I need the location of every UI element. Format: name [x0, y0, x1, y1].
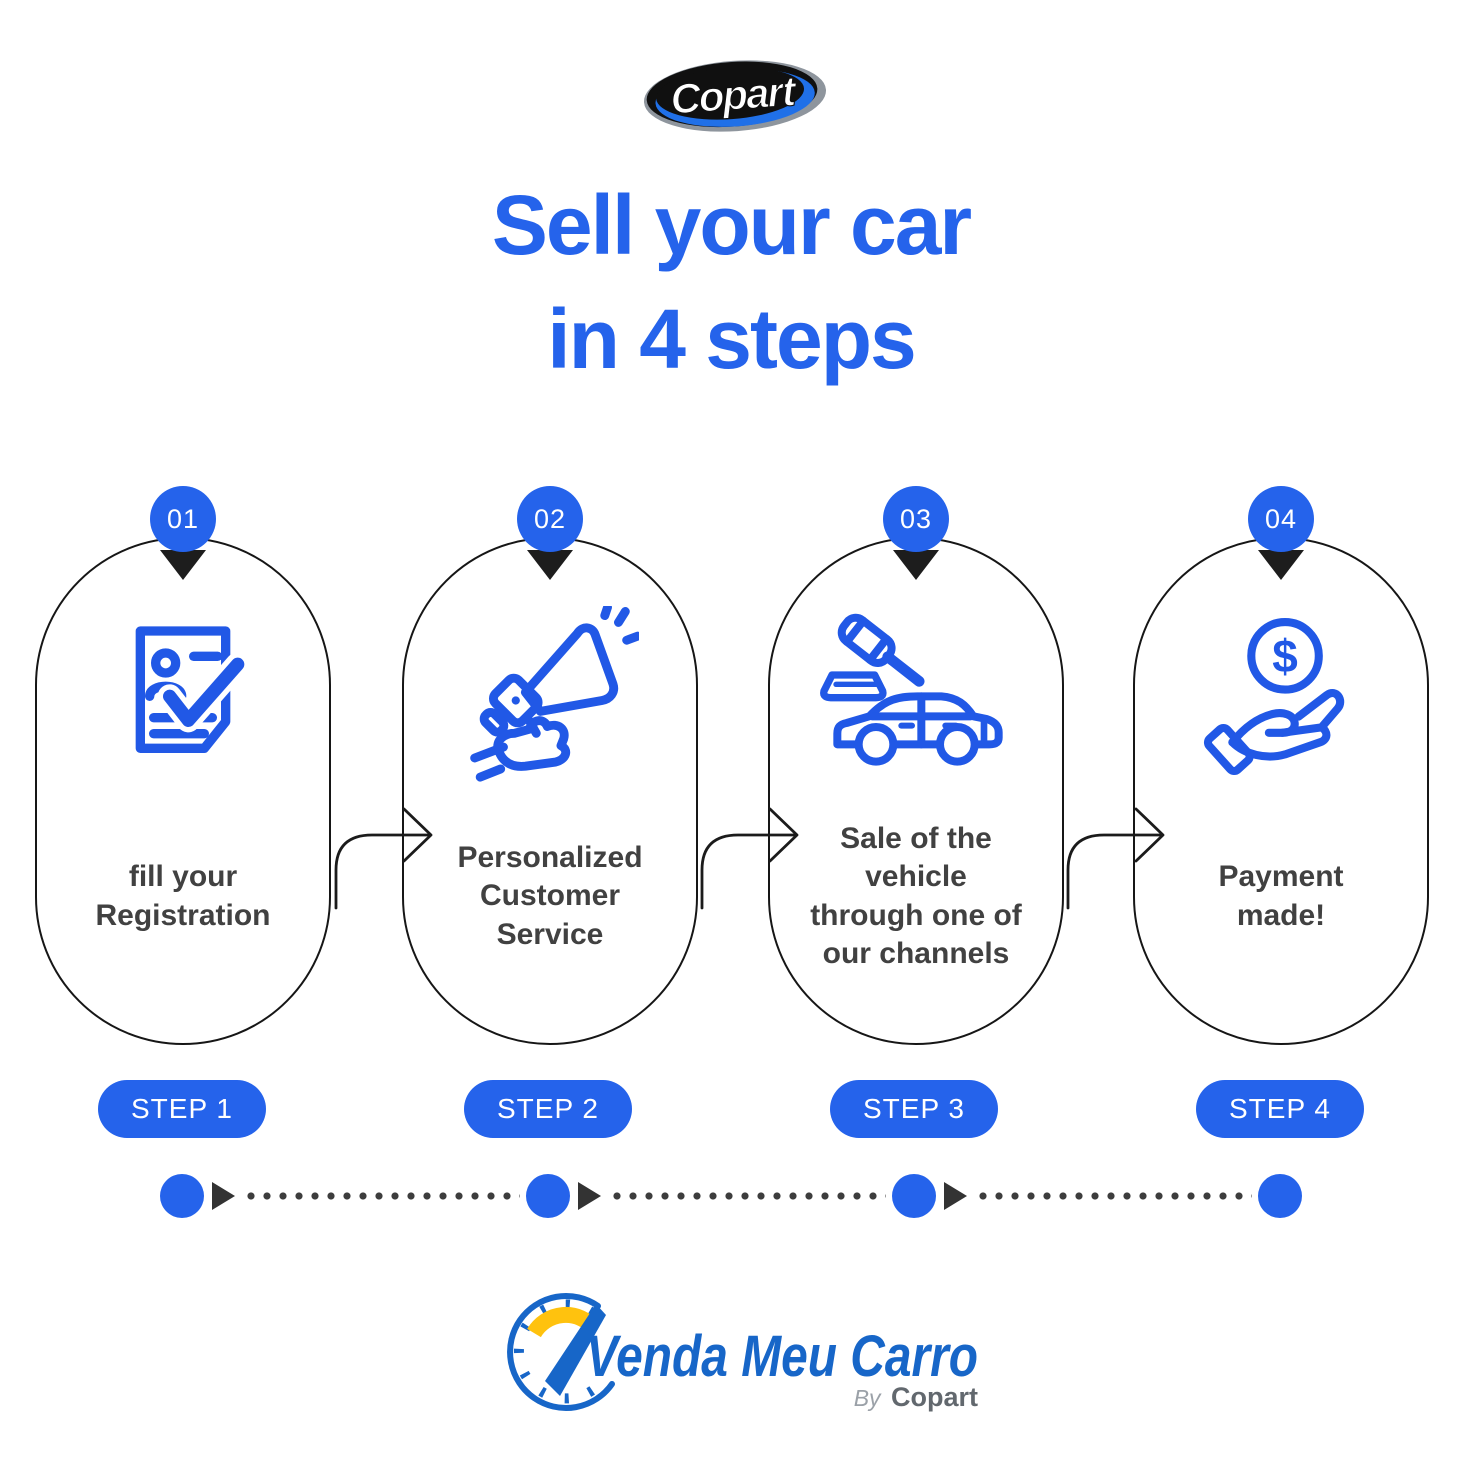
step-card-1: 01 fill your Registration	[35, 486, 331, 1045]
venda-meu-carro-logo: Venda Meu Carro By Copart	[507, 1293, 978, 1412]
copart-logo-core	[656, 67, 805, 120]
step-3-description: Sale of the vehicle through one of our c…	[810, 821, 1022, 970]
step-2-pointer-triangle	[527, 550, 573, 580]
timeline-segment-1	[212, 1182, 520, 1210]
page-title-line1: Sell your car	[491, 178, 972, 272]
timeline-arrow-icon	[944, 1182, 967, 1210]
step-2-pill: STEP 2	[464, 1080, 632, 1138]
step-2-icon-box	[461, 597, 639, 792]
step-card-4: 04 $ Payment made!	[1133, 486, 1429, 1045]
step-4-icon-box: $	[1200, 597, 1362, 792]
timeline-node-1	[160, 1174, 204, 1218]
byline: By Copart	[854, 1382, 978, 1412]
megaphone-icon	[470, 605, 639, 782]
step-3-badge: 03	[883, 486, 949, 552]
byline-brand: Copart	[891, 1382, 978, 1412]
byline-prefix: By	[854, 1385, 882, 1411]
dollar-sign-glyph: $	[1272, 630, 1298, 682]
timeline-segment-3	[944, 1182, 1252, 1210]
step-2-description: Personalized Customer Service	[457, 840, 643, 951]
step-4-pill: STEP 4	[1196, 1080, 1364, 1138]
step-card-3: 03 Sale of th	[768, 486, 1064, 1045]
copart-logo: Copart	[643, 60, 827, 132]
step-3-icon-box	[816, 597, 1016, 792]
page-title: Sell your car in 4 steps	[0, 168, 1462, 396]
registration-form-icon	[135, 625, 250, 753]
step-3-pill: STEP 3	[830, 1080, 998, 1138]
venda-meu-carro-text: Venda Meu Carro	[586, 1324, 978, 1389]
timeline-arrow-icon	[212, 1182, 235, 1210]
timeline-dotted-line	[609, 1192, 886, 1200]
step-4-pointer-triangle	[1258, 550, 1304, 580]
arrow-step2-to-step3	[700, 807, 799, 910]
timeline-node-2	[526, 1174, 570, 1218]
page-title-line2: in 4 steps	[547, 292, 916, 387]
timeline-dotted-line	[975, 1192, 1252, 1200]
step-4-description: Payment made!	[1218, 860, 1344, 932]
step-1-pill: STEP 1	[98, 1080, 266, 1138]
copart-logo-text: Copart	[669, 67, 799, 123]
step-2-badge: 02	[517, 486, 583, 552]
step-1-badge: 01	[150, 486, 216, 552]
timeline-arrow-icon	[578, 1182, 601, 1210]
step-card-2: 02 Personalized Customer Service	[402, 486, 698, 1045]
timeline-node-3	[892, 1174, 936, 1218]
step-1-description: fill your Registration	[95, 860, 271, 932]
speedometer-arc	[507, 1293, 615, 1411]
step-3-pointer-triangle	[893, 550, 939, 580]
step-1-pointer-triangle	[160, 550, 206, 580]
arrow-step3-to-step4	[1066, 807, 1165, 910]
arrow-step1-to-step2	[334, 807, 433, 910]
step-1-icon-box	[103, 597, 263, 792]
auction-car-icon	[820, 613, 1003, 766]
timeline-segment-2	[578, 1182, 886, 1210]
timeline-node-4	[1258, 1174, 1302, 1218]
step-4-badge: 04	[1248, 486, 1314, 552]
payment-hand-icon: $	[1203, 617, 1345, 775]
timeline-dotted-line	[243, 1192, 520, 1200]
speedometer-needle	[545, 1304, 606, 1396]
